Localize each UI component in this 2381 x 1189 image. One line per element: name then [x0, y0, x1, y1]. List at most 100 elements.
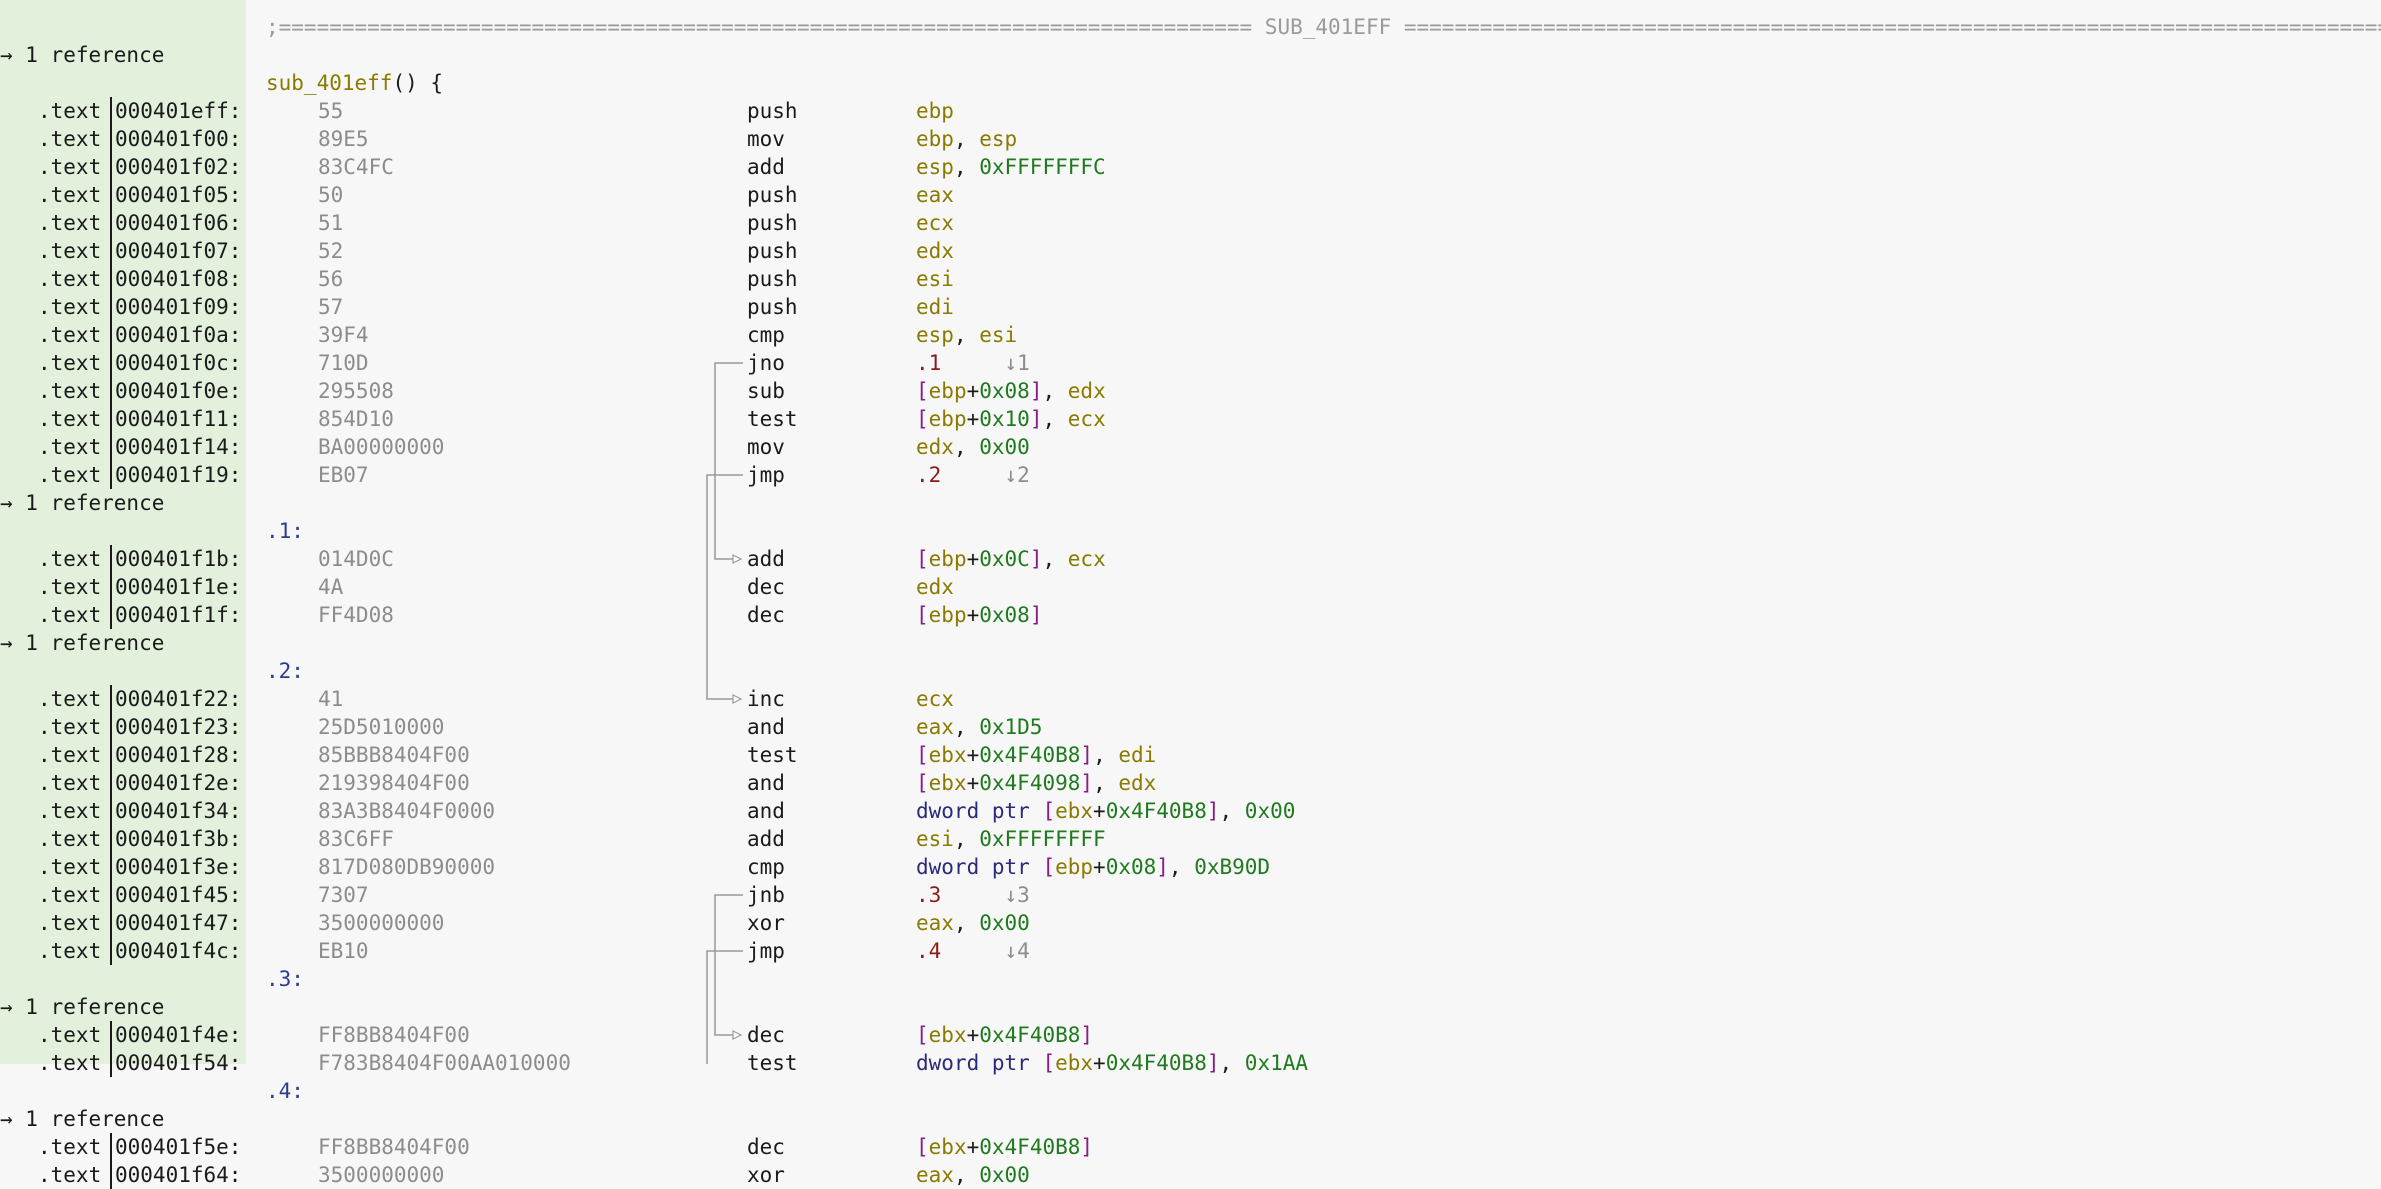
code-label[interactable]: .4: — [266, 1079, 304, 1103]
instruction-address[interactable]: 000401f07: — [115, 239, 242, 263]
instruction-operands[interactable]: eax, 0x00 — [916, 909, 1030, 937]
operand-tgt[interactable]: .4 — [916, 939, 942, 963]
instruction-operands[interactable]: [ebp+0x10], ecx — [916, 405, 1106, 433]
function-name[interactable]: sub_401eff — [266, 71, 393, 95]
instruction-mnemonic[interactable]: push — [747, 239, 798, 263]
instruction-address[interactable]: 000401f34: — [115, 799, 242, 823]
instruction-mnemonic[interactable]: sub — [747, 379, 785, 403]
label-row[interactable]: .2: — [0, 657, 2381, 685]
instruction-mnemonic[interactable]: and — [747, 799, 785, 823]
instruction-address[interactable]: 000401f4c: — [115, 939, 242, 963]
instruction-address[interactable]: 000401f23: — [115, 715, 242, 739]
instruction-mnemonic[interactable]: add — [747, 827, 785, 851]
instruction-address[interactable]: 000401f0a: — [115, 323, 242, 347]
instruction-mnemonic[interactable]: jnb — [747, 883, 785, 907]
instruction-operands[interactable]: esp, esi — [916, 321, 1017, 349]
instruction-address[interactable]: 000401f28: — [115, 743, 242, 767]
instruction-operands[interactable]: ebp, esp — [916, 125, 1017, 153]
xref-link[interactable]: → 1 reference — [0, 491, 165, 515]
instruction-operands[interactable]: dword ptr [ebx+0x4F40B8], 0x1AA — [916, 1049, 1308, 1077]
instruction-address[interactable]: 000401f08: — [115, 267, 242, 291]
instruction-address[interactable]: 000401f02: — [115, 155, 242, 179]
xref-row[interactable]: → 1 reference — [0, 629, 2381, 657]
instruction-address[interactable]: 000401f3b: — [115, 827, 242, 851]
instruction-address[interactable]: 000401f19: — [115, 463, 242, 487]
instruction-mnemonic[interactable]: and — [747, 771, 785, 795]
label-row[interactable]: .3: — [0, 965, 2381, 993]
instruction-mnemonic[interactable]: jmp — [747, 939, 785, 963]
instruction-address[interactable]: 000401f1e: — [115, 575, 242, 599]
instruction-operands[interactable]: ebp — [916, 97, 954, 125]
instruction-mnemonic[interactable]: add — [747, 155, 785, 179]
instruction-address[interactable]: 000401f64: — [115, 1163, 242, 1187]
xref-link[interactable]: → 1 reference — [0, 631, 165, 655]
instruction-operands[interactable]: edx — [916, 573, 954, 601]
instruction-mnemonic[interactable]: cmp — [747, 323, 785, 347]
label-row[interactable]: .4: — [0, 1077, 2381, 1105]
instruction-address[interactable]: 000401f11: — [115, 407, 242, 431]
instruction-address[interactable]: 000401f5e: — [115, 1135, 242, 1159]
code-label[interactable]: .3: — [266, 967, 304, 991]
instruction-operands[interactable]: eax — [916, 181, 954, 209]
operand-tgt[interactable]: .2 — [916, 463, 942, 487]
instruction-operands[interactable]: [ebp+0x08], edx — [916, 377, 1106, 405]
instruction-address[interactable]: 000401f45: — [115, 883, 242, 907]
instruction-address[interactable]: 000401eff: — [115, 99, 242, 123]
instruction-operands[interactable]: esi — [916, 265, 954, 293]
instruction-mnemonic[interactable]: test — [747, 407, 798, 431]
instruction-address[interactable]: 000401f1f: — [115, 603, 242, 627]
instruction-address[interactable]: 000401f47: — [115, 911, 242, 935]
instruction-mnemonic[interactable]: dec — [747, 603, 785, 627]
instruction-address[interactable]: 000401f0c: — [115, 351, 242, 375]
xref-link[interactable]: → 1 reference — [0, 995, 165, 1019]
instruction-mnemonic[interactable]: xor — [747, 911, 785, 935]
instruction-mnemonic[interactable]: push — [747, 295, 798, 319]
instruction-mnemonic[interactable]: dec — [747, 1135, 785, 1159]
instruction-address[interactable]: 000401f1b: — [115, 547, 242, 571]
instruction-operands[interactable]: edx — [916, 237, 954, 265]
instruction-mnemonic[interactable]: inc — [747, 687, 785, 711]
instruction-operands[interactable]: edi — [916, 293, 954, 321]
instruction-mnemonic[interactable]: mov — [747, 435, 785, 459]
instruction-address[interactable]: 000401f00: — [115, 127, 242, 151]
instruction-operands[interactable]: dword ptr [ebx+0x4F40B8], 0x00 — [916, 797, 1295, 825]
instruction-address[interactable]: 000401f22: — [115, 687, 242, 711]
instruction-mnemonic[interactable]: push — [747, 183, 798, 207]
instruction-operands[interactable]: [ebp+0x0C], ecx — [916, 545, 1106, 573]
instruction-mnemonic[interactable]: jmp — [747, 463, 785, 487]
instruction-operands[interactable]: eax, 0x1D5 — [916, 713, 1042, 741]
instruction-mnemonic[interactable]: dec — [747, 575, 785, 599]
instruction-mnemonic[interactable]: mov — [747, 127, 785, 151]
instruction-operands[interactable]: ecx — [916, 209, 954, 237]
instruction-operands[interactable]: esp, 0xFFFFFFFC — [916, 153, 1106, 181]
instruction-mnemonic[interactable]: test — [747, 1051, 798, 1075]
instruction-mnemonic[interactable]: xor — [747, 1163, 785, 1187]
operand-tgt[interactable]: .3 — [916, 883, 942, 907]
instruction-mnemonic[interactable]: push — [747, 267, 798, 291]
function-header-row[interactable]: sub_401eff() { — [0, 69, 2381, 97]
instruction-address[interactable]: 000401f2e: — [115, 771, 242, 795]
